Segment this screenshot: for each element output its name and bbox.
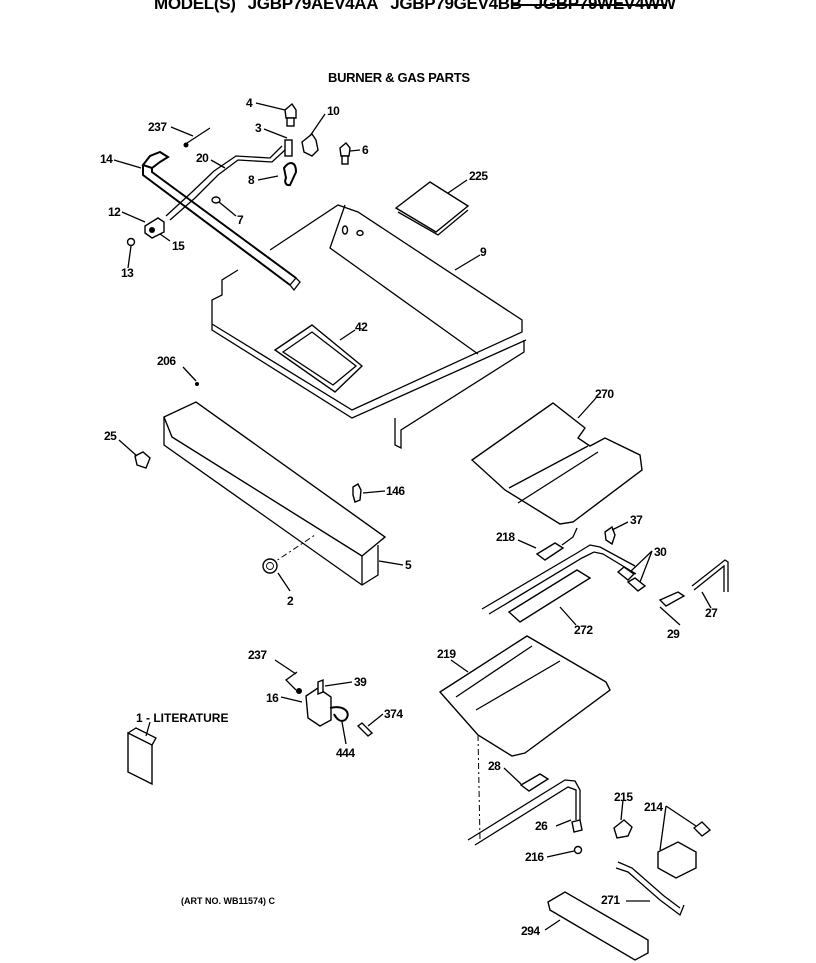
cover-plate-225[interactable] (394, 181, 470, 236)
manifold-pipe[interactable] (141, 150, 301, 292)
orifice-237-top[interactable] (183, 127, 211, 148)
part-label: 2 (287, 594, 294, 608)
burner-shield-5[interactable] (163, 401, 387, 586)
orifice-30[interactable] (616, 566, 647, 592)
part-label: 14 (100, 152, 113, 166)
part-label: 5 (405, 558, 412, 572)
part-label: 272 (574, 623, 593, 637)
part-label: 42 (355, 320, 368, 334)
vent-42[interactable] (273, 324, 364, 393)
screw-7[interactable] (211, 196, 221, 204)
models-prefix: MODEL(S) (154, 0, 236, 13)
igniter-28[interactable] (519, 773, 550, 792)
part-label: 27 (705, 606, 718, 620)
part-label: 146 (386, 484, 405, 498)
part-label: 206 (157, 354, 176, 368)
part-label: 225 (469, 169, 488, 183)
part-label: 7 (237, 213, 244, 227)
part-label: 29 (667, 627, 680, 641)
part-label: 28 (488, 759, 501, 773)
part-label: 37 (630, 513, 643, 527)
bracket-37[interactable] (604, 525, 616, 546)
pilot-tube-271[interactable] (615, 861, 685, 917)
part-label: 271 (601, 893, 620, 907)
baffle-270[interactable] (470, 402, 643, 525)
part-label: 8 (248, 173, 255, 187)
part-label: 6 (362, 143, 369, 157)
part-label: 374 (384, 707, 403, 721)
bracket-10[interactable] (301, 132, 319, 157)
orifice-hood-4[interactable] (284, 102, 297, 127)
leader-lines (113, 102, 712, 931)
part-label: 237 (248, 648, 267, 662)
header-rule (513, 4, 667, 6)
part-label: 219 (437, 647, 456, 661)
literature-label: 1 - LITERATURE (136, 711, 228, 725)
part-label: 444 (336, 746, 355, 760)
part-label: 10 (327, 104, 340, 118)
part-label: 30 (654, 545, 667, 559)
part-label: 218 (496, 530, 515, 544)
art-number: (ART NO. WB11574) C (181, 896, 276, 906)
part-label: 294 (521, 924, 540, 938)
nut-13[interactable] (126, 237, 136, 247)
orifice-6[interactable] (339, 142, 351, 165)
spreader-272[interactable] (507, 569, 592, 623)
part-label: 39 (354, 675, 367, 689)
part-label: 237 (148, 120, 167, 134)
part-label: 214 (644, 800, 663, 814)
fitting-3[interactable] (284, 139, 293, 157)
model-number: JGBP79WEV4WW (533, 0, 676, 13)
part-label: 25 (104, 429, 117, 443)
pin-374[interactable] (356, 722, 374, 737)
clip-8[interactable] (282, 162, 298, 187)
igniter-218[interactable] (535, 527, 578, 561)
clip-146[interactable] (352, 483, 362, 503)
part-label: 3 (255, 121, 262, 135)
tube-444[interactable] (329, 706, 349, 722)
clamp-215[interactable] (613, 819, 633, 839)
burner-box-9[interactable] (211, 204, 527, 450)
model-numbers: MODEL(S) JGBP79AEV4AA JGBP79GEV4BB JGBP79WE… (154, 0, 688, 14)
part-label: 20 (196, 151, 209, 165)
part-label: 270 (595, 387, 614, 401)
bracket-39[interactable] (317, 678, 324, 696)
part-label: 26 (535, 819, 548, 833)
part-label: 9 (480, 245, 487, 259)
broil-burner-upper[interactable] (481, 544, 637, 615)
orifice-holder-29[interactable] (658, 591, 686, 607)
bracket-294[interactable] (547, 891, 649, 961)
orifice-237-lower[interactable] (285, 671, 302, 694)
part-label: 15 (172, 239, 185, 253)
valve-214[interactable] (657, 821, 712, 879)
orifice-26[interactable] (571, 819, 583, 833)
broil-burner-lower[interactable] (467, 779, 581, 846)
literature-envelope[interactable] (127, 727, 157, 786)
grommet-2[interactable] (262, 558, 278, 574)
model-number: JGBP79AEV4AA (247, 0, 379, 13)
part-label: 215 (614, 790, 633, 804)
section-title: BURNER & GAS PARTS (328, 70, 470, 85)
washer-216[interactable] (573, 845, 583, 855)
valve-15[interactable] (144, 217, 165, 239)
pilot-tube-27[interactable] (691, 559, 729, 592)
part-label: 16 (266, 691, 279, 705)
baffle-219[interactable] (438, 635, 611, 841)
model-number: JGBP79GEV4BB (390, 0, 522, 13)
part-label: 13 (121, 266, 134, 280)
pilot-tube-20[interactable] (165, 145, 286, 221)
part-label: 4 (246, 96, 253, 110)
part-label: 216 (525, 850, 544, 864)
part-label: 12 (108, 205, 121, 219)
bracket-25[interactable] (134, 451, 151, 469)
clip-206[interactable] (195, 382, 199, 386)
